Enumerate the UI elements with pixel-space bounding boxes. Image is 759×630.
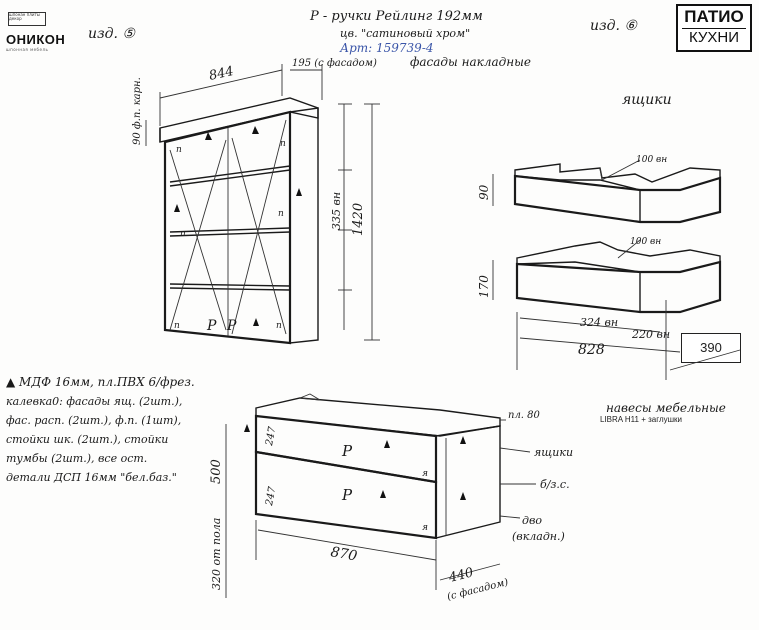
side-mark-bottom: я	[422, 523, 428, 533]
shelf-mark-5: п	[174, 321, 180, 331]
note-line1: ▲ МДФ 16мм, пл.ПВХ 6/фрез.	[6, 375, 195, 389]
note-line5: тумбы (2шт.), все ост.	[6, 452, 147, 465]
shelf-mark-1: п	[176, 145, 182, 155]
hinges-title: навесы мебельные	[606, 401, 726, 415]
handle-top: Р	[341, 442, 353, 460]
note-line3: фас. расп. (2шт.), ф.п. (1шт),	[6, 414, 181, 427]
dim-335: 335 вн	[330, 192, 343, 230]
dim-870: 870	[329, 544, 358, 564]
dim-1420: 1420	[351, 203, 366, 236]
cabinet-5: п п п п п п Р Р 844 195 (с фасадом) 90 ф…	[132, 58, 380, 345]
handle-mark-left: Р	[206, 318, 217, 334]
dim-844: 844	[208, 64, 235, 84]
handles-line1: Р - ручки Рейлинг 192мм	[309, 9, 483, 24]
material-notes: ▲ МДФ 16мм, пл.ПВХ 6/фрез. калевка0: фас…	[6, 375, 195, 484]
callout-dvo: дво	[522, 514, 542, 527]
dim-500: 500	[209, 459, 224, 484]
note-line6: детали ДСП 16мм "бел.баз."	[6, 471, 177, 484]
shelf-mark-6: п	[276, 321, 282, 331]
patio-logo: ПАТИО КУХНИ	[676, 4, 752, 52]
handle-mark-right: Р	[226, 318, 237, 334]
handles-line2: цв. "сатиновый хром"	[340, 27, 470, 40]
callout-boxes: ящики	[534, 446, 573, 459]
shelf-mark-3: п	[180, 229, 186, 239]
inner-100-top: 100 вн	[636, 155, 667, 165]
callout-dvo2: (вкладн.)	[512, 530, 565, 543]
shelf-mark-2: п	[280, 139, 286, 149]
drawers-group: ящики 100 вн 90 100 вн 170 324 вн 2	[477, 92, 741, 380]
drawers-title: ящики	[622, 92, 672, 108]
dim-170: 170	[477, 275, 491, 298]
front-247-top: 247	[264, 425, 278, 447]
dim-floor: 320 от пола	[210, 518, 223, 590]
logo-mark: шпонан плиты декор	[8, 12, 46, 26]
izd5-label: изд. ⑤	[88, 26, 136, 42]
logo-kuhni: КУХНИ	[682, 28, 746, 47]
note-line2: калевка0: фасады ящ. (2шт.),	[6, 395, 182, 408]
dim-crown: 90 ф.п. карн.	[132, 77, 143, 145]
dim-220: 220 вн	[631, 328, 670, 341]
side-mark-top: я	[422, 469, 428, 479]
article-number: Арт: 159739-4	[339, 41, 434, 55]
hinges-spec: LIBRA H11 + заглушки	[600, 415, 683, 424]
dim-195: 195 (с фасадом)	[292, 58, 377, 69]
dim-828: 828	[578, 342, 605, 358]
facades-note: фасады накладные	[410, 55, 531, 69]
shelf-mark-4: п	[278, 209, 284, 219]
logo-patio: ПАТИО	[684, 7, 744, 26]
note-line4: стойки шк. (2шт.), стойки	[6, 433, 168, 446]
logo-name: ОНИКОН	[6, 32, 66, 47]
logo-sub: шпонная мебель	[6, 47, 49, 52]
dim-440: 440	[446, 565, 475, 586]
callout-bz: б/з.с.	[540, 478, 570, 491]
front-247-bottom: 247	[264, 485, 278, 507]
dim-324: 324 вн	[580, 316, 618, 329]
izd6-label: изд. ⑥	[590, 18, 638, 34]
oniksn-logo: шпонан плиты декор ОНИКОН шпонная мебель	[6, 12, 76, 56]
dim-90: 90	[477, 184, 491, 200]
inner-100-bottom: 100 вн	[630, 237, 661, 247]
handle-bottom: Р	[341, 486, 353, 504]
callout-pl80: пл. 80	[508, 410, 541, 421]
cabinet-6: 247 247 Р Р я я 500 320 от пола 870 440	[209, 393, 573, 603]
